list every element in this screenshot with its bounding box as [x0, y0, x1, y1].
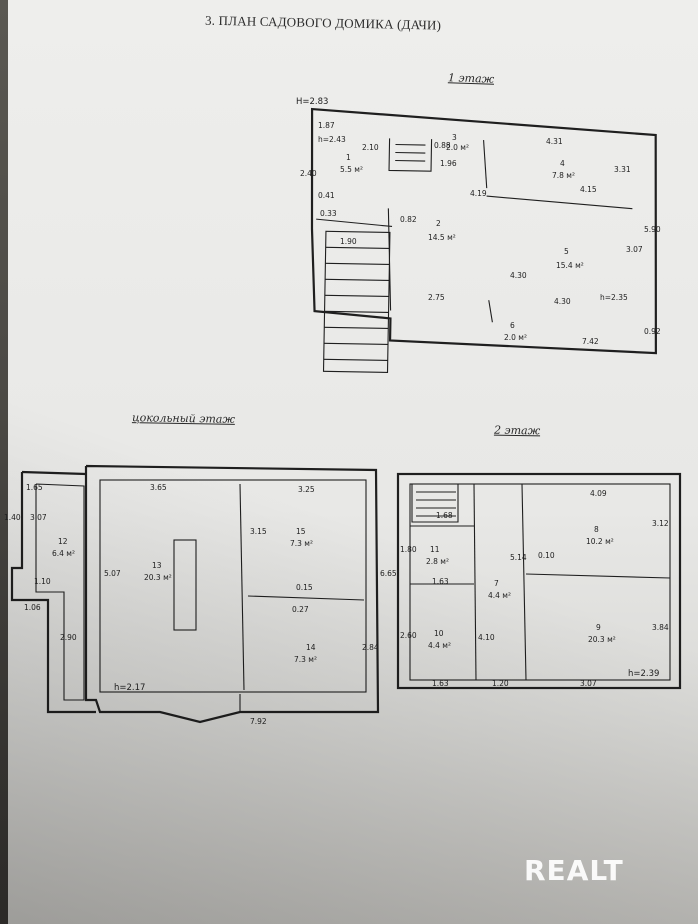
basement-dim: 3.07: [30, 513, 47, 522]
floor1-dim: h=2.43: [318, 135, 346, 144]
floor2-room-8-num: 8: [594, 525, 599, 534]
basement-dim: 1.40: [4, 513, 21, 522]
floor2-dim: 4.09: [590, 489, 607, 498]
realt-watermark-logo: REALT: [524, 854, 624, 887]
basement-room-15-num: 15: [296, 527, 306, 536]
paper-sheet: [8, 0, 698, 924]
floor1-dim: 4.30: [554, 297, 571, 306]
floor1-dim: 0.92: [644, 327, 661, 336]
floor2-room-11-area: 2.8 м²: [426, 557, 449, 566]
basement-dim: 6.65: [380, 569, 397, 578]
floor1-room-3-area: 2.0 м²: [446, 143, 469, 152]
floor2-room-9-area: 20.3 м²: [588, 635, 616, 644]
floor1-dim: 3.07: [626, 245, 643, 254]
basement-dim: 0.15: [296, 583, 313, 592]
floor2-dim: 1.63: [432, 679, 449, 688]
floor2-dim: 1.80: [400, 545, 417, 554]
basement-dim: 5.07: [104, 569, 121, 578]
floor1-dim: 1.96: [440, 159, 457, 168]
floor1-dim: 0.88: [434, 141, 451, 150]
basement-room-13-num: 13: [152, 561, 162, 570]
floor1-room-6-area: 2.0 м²: [504, 333, 527, 342]
basement-room-14-num: 14: [306, 643, 316, 652]
floor1-dim: 2.40: [300, 169, 317, 178]
floor1-dim: 2.10: [362, 143, 379, 152]
floor1-dim: 1.87: [318, 121, 335, 130]
basement-dim: 3.25: [298, 485, 315, 494]
floor1-room-2-area: 14.5 м²: [428, 233, 456, 242]
basement-room-12-area: 6.4 м²: [52, 549, 75, 558]
floor1-dim: h=2.35: [600, 293, 628, 302]
floor1-room-4-num: 4: [560, 159, 565, 168]
floor1-room-1-area: 5.5 м²: [340, 165, 363, 174]
floor2-room-11-num: 11: [430, 545, 440, 554]
basement-room-14-area: 7.3 м²: [294, 655, 317, 664]
floor1-dim: 4.31: [546, 137, 563, 146]
floor1-dim: 2.75: [428, 293, 445, 302]
basement-dim: 0.27: [292, 605, 309, 614]
floor1-plan: [310, 107, 657, 373]
floor2-plan: [396, 472, 682, 690]
basement-dim: 2.90: [60, 633, 77, 642]
floor1-room-2-num: 2: [436, 219, 441, 228]
floor2-height-label: h=2.39: [628, 669, 659, 679]
floor2-room-9-num: 9: [596, 623, 601, 632]
floor2-dim: 3.07: [580, 679, 597, 688]
floor2-dim: 2.60: [400, 631, 417, 640]
basement-dim: 1.10: [34, 577, 51, 586]
basement-dim: 2.84: [362, 643, 379, 652]
basement-room-13-area: 20.3 м²: [144, 573, 172, 582]
floor1-dim: 1.90: [340, 237, 357, 246]
floor1-height-label: H=2.83: [296, 97, 328, 107]
floor1-dim: 7.42: [582, 337, 599, 346]
floor1-dim: 0.33: [320, 209, 337, 218]
basement-dim: 3.15: [250, 527, 267, 536]
floor2-dim: 0.10: [538, 551, 555, 560]
floor2-dim: 5.14: [510, 553, 527, 562]
floor2-room-8-area: 10.2 м²: [586, 537, 614, 546]
floor2-dim: 1.63: [432, 577, 449, 586]
floor2-room-10-num: 10: [434, 629, 444, 638]
basement-height-label: h=2.17: [114, 683, 145, 693]
floor1-room-6-num: 6: [510, 321, 515, 330]
floor1-dim: 0.41: [318, 191, 335, 200]
basement-plan: [10, 464, 380, 724]
floor2-room-7-area: 4.4 м²: [488, 591, 511, 600]
floor2-room-10-area: 4.4 м²: [428, 641, 451, 650]
basement-dim: 3.65: [150, 483, 167, 492]
floor1-room-5-num: 5: [564, 247, 569, 256]
floor2-room-7-num: 7: [494, 579, 499, 588]
floor1-dim: 3.31: [614, 165, 631, 174]
basement-dim: 1.06: [24, 603, 41, 612]
floor1-room-3-num: 3: [452, 133, 457, 142]
basement-room-15-area: 7.3 м²: [290, 539, 313, 548]
basement-dim: 7.92: [250, 717, 267, 726]
floor2-dim: 1.20: [492, 679, 509, 688]
floor2-dim: 4.10: [478, 633, 495, 642]
basement-dim: 1.65: [26, 483, 43, 492]
floor1-dim: 0.82: [400, 215, 417, 224]
floor1-dim: 4.19: [470, 189, 487, 198]
floor2-dim: 1.68: [436, 511, 453, 520]
floor1-dim: 4.15: [580, 185, 597, 194]
floor1-room-5-area: 15.4 м²: [556, 261, 584, 270]
floor1-dim: 4.30: [510, 271, 527, 280]
floor2-dim: 3.12: [652, 519, 669, 528]
floor1-room-4-area: 7.8 м²: [552, 171, 575, 180]
floor1-room-1-num: 1: [346, 153, 351, 162]
basement-room-12-num: 12: [58, 537, 68, 546]
floor2-dim: 3.84: [652, 623, 669, 632]
floor1-dim: 5.90: [644, 225, 661, 234]
